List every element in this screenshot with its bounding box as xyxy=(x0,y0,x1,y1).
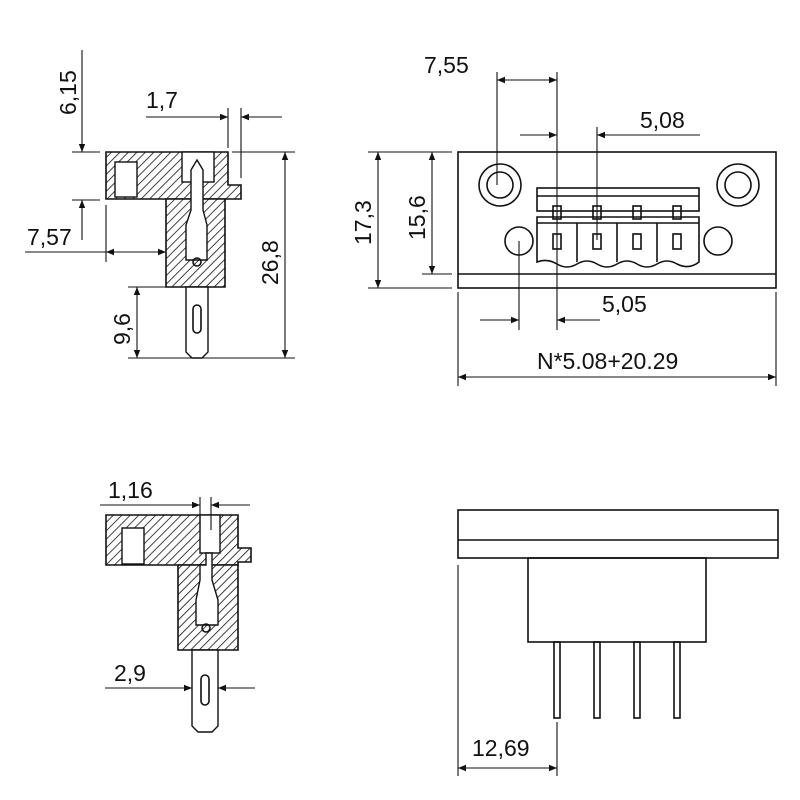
pin xyxy=(633,641,641,719)
dim-12-69: 12,69 xyxy=(472,735,530,761)
body xyxy=(527,557,707,643)
contact xyxy=(195,552,219,626)
dim-7-57: 7,57 xyxy=(27,224,72,250)
flange-plate xyxy=(457,151,777,289)
header-bar xyxy=(536,187,700,212)
plug-body xyxy=(536,216,700,268)
bottom-view: 12,69 xyxy=(457,509,779,776)
dim-1-7: 1,7 xyxy=(146,87,178,113)
side-view: 6,15 1,7 7,57 26,8 9,6 xyxy=(25,50,295,359)
cavity xyxy=(199,514,221,554)
pin xyxy=(185,286,209,359)
pin xyxy=(673,641,681,719)
dim-17-3: 17,3 xyxy=(350,200,376,245)
flange-plate xyxy=(457,509,779,559)
dim-2-9: 2,9 xyxy=(114,660,146,686)
pin xyxy=(191,649,219,733)
contact xyxy=(185,158,208,261)
cavity xyxy=(121,527,145,565)
pin xyxy=(553,641,561,719)
dim-5-05: 5,05 xyxy=(602,291,647,317)
dim-7-55: 7,55 xyxy=(424,52,469,78)
front-view: 7,55 5,08 17,3 15,6 5,05 N*5.08+20.29 xyxy=(350,52,777,386)
section-view: 1,16 2,9 xyxy=(100,477,255,733)
dim-1-16: 1,16 xyxy=(108,477,153,503)
dim-15-6: 15,6 xyxy=(404,195,430,240)
cavity xyxy=(114,161,138,198)
dim-9-6: 9,6 xyxy=(109,313,135,345)
dim-6-15: 6,15 xyxy=(55,70,81,115)
dim-26-8: 26,8 xyxy=(257,240,283,285)
pin xyxy=(593,641,601,719)
dim-total-width: N*5.08+20.29 xyxy=(537,348,678,374)
terminals xyxy=(552,205,682,262)
dim-5-08: 5,08 xyxy=(640,107,685,133)
